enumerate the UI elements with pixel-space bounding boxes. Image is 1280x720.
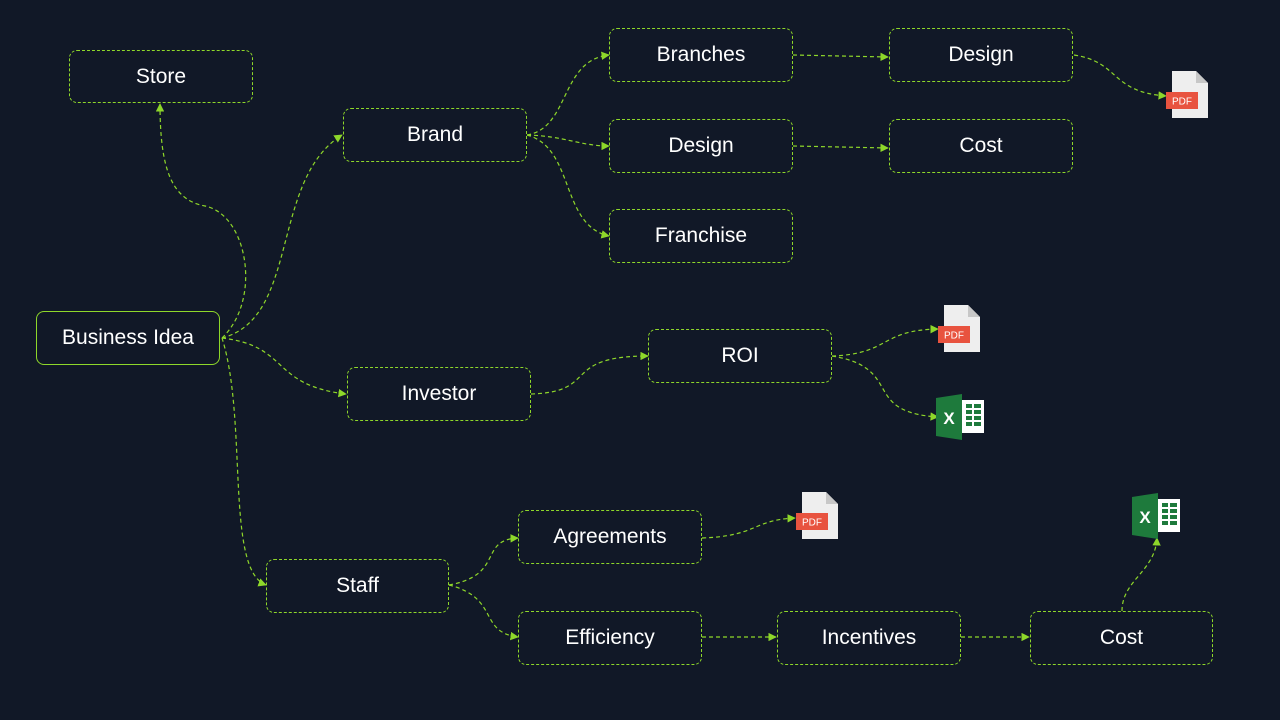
connector-brand-design xyxy=(526,134,610,151)
connector-branches-design xyxy=(792,52,889,62)
connector-brand-franchise xyxy=(526,134,610,239)
excel-icon-label: X xyxy=(1139,508,1151,527)
connector-brand-branches xyxy=(526,51,610,136)
excel-file-icon[interactable]: X xyxy=(1132,493,1182,539)
excel-file-icon[interactable]: X xyxy=(936,394,986,440)
connector-design-cost xyxy=(792,143,889,153)
node-branches[interactable]: Branches xyxy=(609,28,793,82)
connector-idea-staff xyxy=(221,337,267,587)
node-branches-design[interactable]: Design xyxy=(889,28,1073,82)
connector-investor-roi xyxy=(530,351,649,395)
node-efficiency-cost[interactable]: Cost xyxy=(1030,611,1213,665)
pdf-icon-label: PDF xyxy=(1172,97,1192,108)
connector-agreements-pdf xyxy=(701,514,796,539)
node-staff[interactable]: Staff xyxy=(266,559,449,613)
node-brand-design[interactable]: Design xyxy=(609,119,793,173)
node-brand[interactable]: Brand xyxy=(343,108,527,162)
pdf-icon-label: PDF xyxy=(944,331,964,342)
excel-icon-label: X xyxy=(943,409,955,428)
node-incentives[interactable]: Incentives xyxy=(777,611,961,665)
node-store[interactable]: Store xyxy=(69,50,253,103)
connector-idea-brand xyxy=(221,134,343,339)
connector-idea-store xyxy=(155,103,247,339)
node-investor[interactable]: Investor xyxy=(347,367,531,421)
pdf-file-icon[interactable]: PDF xyxy=(1166,70,1210,120)
connector-cost-excel xyxy=(1121,537,1161,612)
pdf-icon-label: PDF xyxy=(802,518,822,529)
node-business-idea[interactable]: Business Idea xyxy=(36,311,220,365)
connector-idea-investor xyxy=(221,337,347,398)
connector-roi-excel xyxy=(831,355,939,421)
node-design-cost[interactable]: Cost xyxy=(889,119,1073,173)
pdf-file-icon[interactable]: PDF xyxy=(796,491,840,541)
connector-staff-agreements xyxy=(448,534,519,586)
node-agreements[interactable]: Agreements xyxy=(518,510,702,564)
node-roi[interactable]: ROI xyxy=(648,329,832,383)
node-efficiency[interactable]: Efficiency xyxy=(518,611,702,665)
pdf-file-icon[interactable]: PDF xyxy=(938,304,982,354)
connector-roi-pdf xyxy=(831,324,939,357)
connector-staff-efficiency xyxy=(448,584,519,641)
connector-design-pdf xyxy=(1073,54,1167,100)
node-franchise[interactable]: Franchise xyxy=(609,209,793,263)
